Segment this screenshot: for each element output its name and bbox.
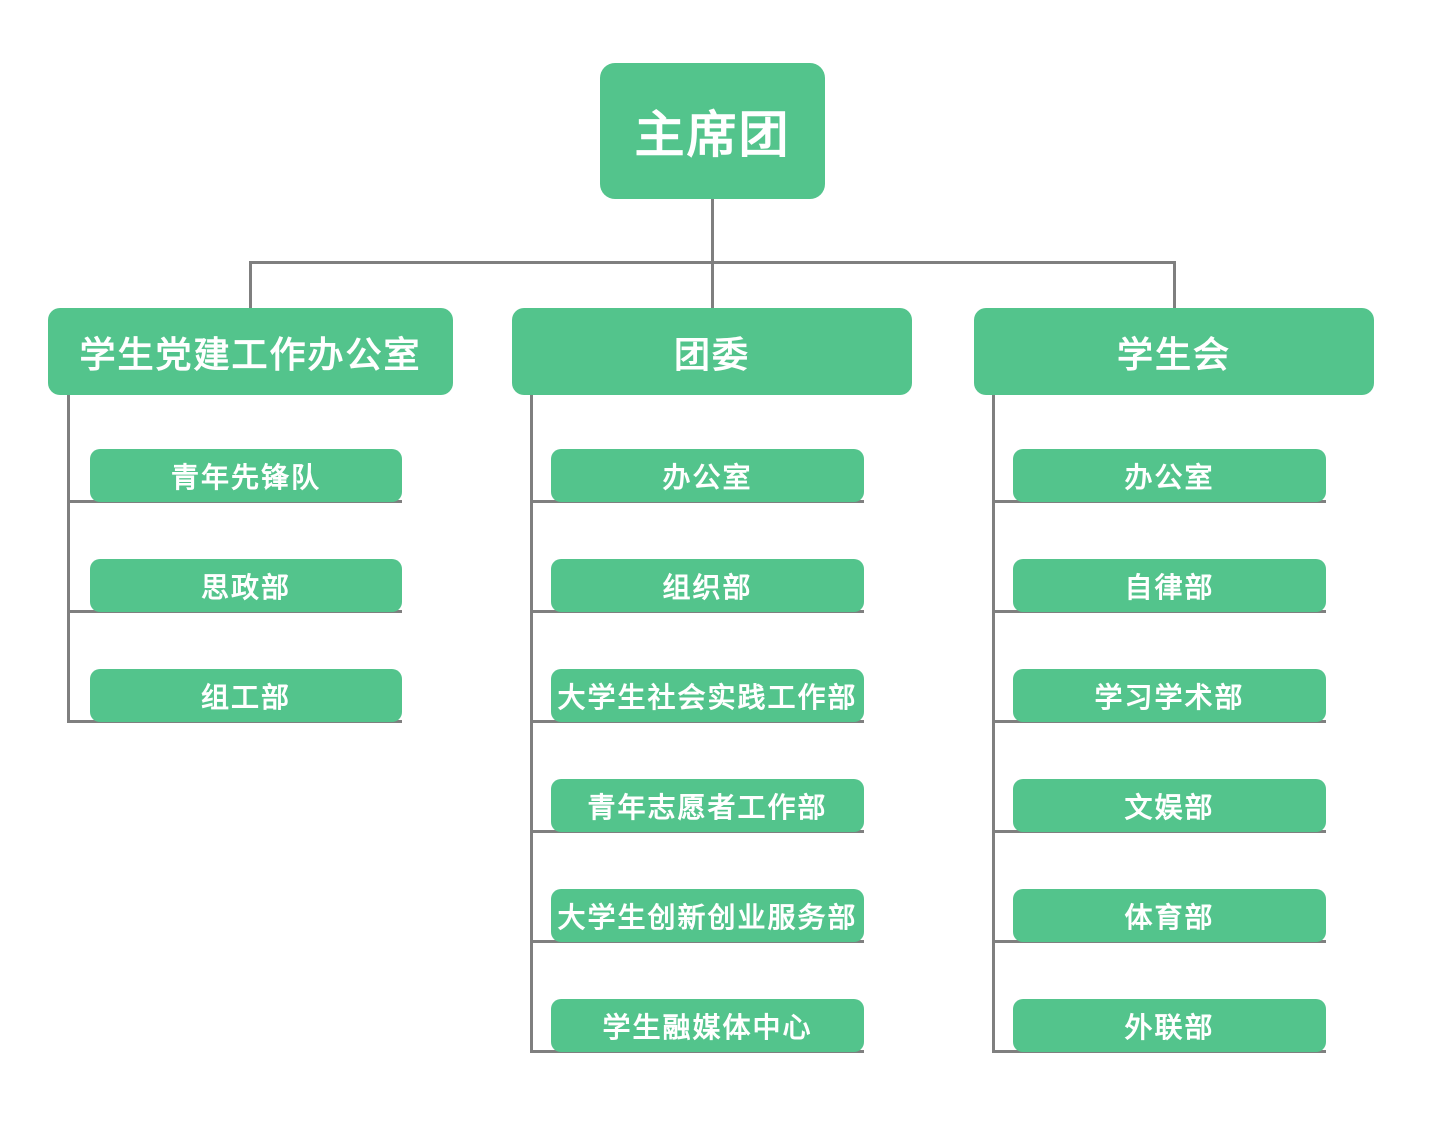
org-node-b2-c3: 文娱部 bbox=[1013, 779, 1326, 832]
org-node-b2-c2: 学习学术部 bbox=[1013, 669, 1326, 722]
org-node-b1-c3: 青年志愿者工作部 bbox=[551, 779, 864, 832]
org-node-b1-c2: 大学生社会实践工作部 bbox=[551, 669, 864, 722]
org-node-root: 主席团 bbox=[600, 63, 825, 199]
org-node-b2-c0: 办公室 bbox=[1013, 449, 1326, 502]
org-node-b2-c4: 体育部 bbox=[1013, 889, 1326, 942]
org-node-b1-c5: 学生融媒体中心 bbox=[551, 999, 864, 1052]
connector-drop-branch-2 bbox=[1173, 261, 1176, 309]
org-node-b0-c2: 组工部 bbox=[90, 669, 402, 722]
connector-trunk-branch-1 bbox=[530, 395, 533, 1053]
org-node-b2-c5: 外联部 bbox=[1013, 999, 1326, 1052]
org-node-b2-c1: 自律部 bbox=[1013, 559, 1326, 612]
connector-trunk-branch-2 bbox=[992, 395, 995, 1053]
org-node-b0-c1: 思政部 bbox=[90, 559, 402, 612]
org-node-branch-0: 学生党建工作办公室 bbox=[48, 308, 453, 395]
connector-drop-branch-1 bbox=[711, 261, 714, 309]
org-node-b1-c0: 办公室 bbox=[551, 449, 864, 502]
connector-root-vertical bbox=[711, 199, 714, 263]
connector-drop-branch-0 bbox=[249, 261, 252, 309]
org-node-branch-1: 团委 bbox=[512, 308, 912, 395]
org-node-branch-2: 学生会 bbox=[974, 308, 1374, 395]
org-node-b1-c1: 组织部 bbox=[551, 559, 864, 612]
org-node-b1-c4: 大学生创新创业服务部 bbox=[551, 889, 864, 942]
org-node-b0-c0: 青年先锋队 bbox=[90, 449, 402, 502]
connector-trunk-branch-0 bbox=[67, 395, 70, 723]
